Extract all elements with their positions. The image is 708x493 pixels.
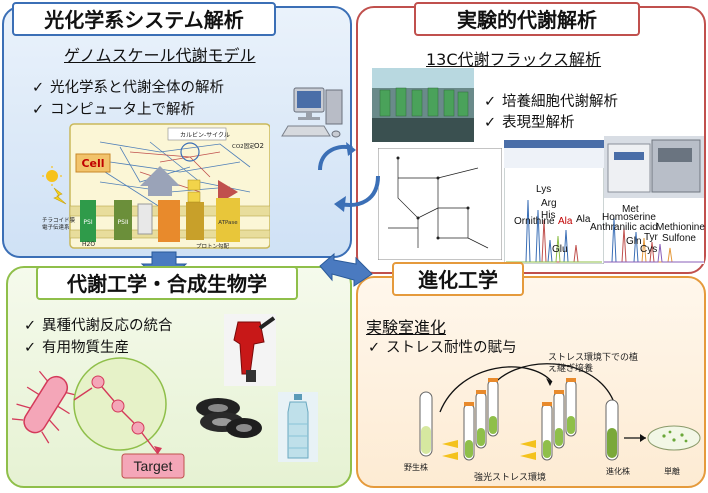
check-icon: ✓ xyxy=(32,80,45,96)
target-label: Target xyxy=(134,458,173,474)
wild-type-label: 野生株 xyxy=(404,462,428,472)
serial-culture-label: ストレス環境下での植え継ぎ培養 xyxy=(548,353,639,374)
experimental-title: 実験的代謝解析 xyxy=(414,2,640,36)
isolation-label: 単離 xyxy=(664,466,680,476)
high-light-stress-label: 強光ストレス環境 xyxy=(474,473,547,483)
ps2-label: PSII xyxy=(118,219,129,226)
calvin-cycle-label: カルビン-サイクル xyxy=(180,131,230,139)
check-icon: ✓ xyxy=(484,94,497,110)
peak-his: His xyxy=(541,210,556,221)
o2-label: O2 xyxy=(254,142,264,150)
ps1-label: PSI xyxy=(83,219,92,226)
photosynthesis-title: 光化学系システム解析 xyxy=(12,2,276,36)
chromatogram-chart xyxy=(504,140,604,264)
peak-cys: Cys xyxy=(640,244,658,255)
plastic-bottle-photo xyxy=(278,392,318,462)
check-icon: ✓ xyxy=(368,340,381,356)
experimental-item-2: ✓表現型解析 xyxy=(484,115,575,131)
metabolic-item-1: ✓異種代謝反応の統合 xyxy=(24,318,173,334)
chromatogram-chart-right xyxy=(604,198,704,264)
cell-label: Cell xyxy=(81,157,104,170)
peak-methionine-sulfone: Methionine Sulfone xyxy=(656,222,705,244)
mass-spectrometer-photo xyxy=(604,136,704,198)
evolution-panel xyxy=(356,276,706,488)
synthetic-pathway-diagram: Target xyxy=(12,357,185,479)
flux-network-map xyxy=(378,148,502,260)
peak-ornithine: Ornithine xyxy=(514,216,555,227)
peak-ala: Ala xyxy=(576,214,591,225)
experimental-item-1: ✓培養細胞代謝解析 xyxy=(484,94,618,110)
computer-icon xyxy=(281,87,343,138)
lab-evolution-subtitle: 実験室進化 xyxy=(366,318,447,337)
evolution-diagram: 野生株 進化株 単離 xyxy=(404,363,701,476)
peak-homoserine: Homoserine xyxy=(602,212,656,223)
atpase-label: ATPase xyxy=(218,220,238,226)
evolution-title: 進化工学 xyxy=(392,262,524,296)
check-icon: ✓ xyxy=(32,102,45,118)
metabolic-item-2: ✓有用物質生産 xyxy=(24,340,129,356)
peak-arg: Arg xyxy=(541,198,557,209)
check-icon: ✓ xyxy=(24,318,37,334)
metabolic-engineering-title: 代謝工学・合成生物学 xyxy=(36,266,298,300)
fuel-nozzle-photo xyxy=(224,314,276,386)
photosynthesis-network-diagram: Cell PSI PSII ATPase チラコイド膜 電子伝達系 プロトン勾配… xyxy=(42,123,270,250)
flux-analysis-subtitle: 13C代謝フラックス解析 xyxy=(426,50,602,69)
evolution-item-1: ✓ストレス耐性の賦与 xyxy=(368,340,517,356)
h2o-label: H2O xyxy=(82,241,95,248)
photosynthesis-item-2: ✓コンピュータ上で解析 xyxy=(32,102,195,118)
proton-gradient-label: プロトン勾配 xyxy=(196,242,230,250)
peak-anthranilic: Anthranilic acid xyxy=(590,222,658,233)
photosynthesis-item-1: ✓光化学系と代謝全体の解析 xyxy=(32,80,224,96)
check-icon: ✓ xyxy=(24,340,37,356)
electron-transport-label: 電子伝達系 xyxy=(42,223,70,231)
culture-flasks-photo xyxy=(372,68,474,142)
peak-lys: Lys xyxy=(536,184,552,195)
genome-model-subtitle: ゲノムスケール代謝モデル xyxy=(64,46,256,65)
check-icon: ✓ xyxy=(484,115,497,131)
peak-glu: Glu xyxy=(552,244,568,255)
thylakoid-label: チラコイド膜 xyxy=(42,216,76,224)
peak-tyr: Tyr xyxy=(644,232,658,243)
peak-met: Met xyxy=(622,204,639,215)
peak-gln: Gln xyxy=(626,236,642,247)
co2-fixation-label: CO2固定 xyxy=(232,142,255,150)
peak-ala-red: Ala xyxy=(558,216,573,227)
evolved-strain-label: 進化株 xyxy=(606,466,630,476)
tires-photo xyxy=(196,398,262,438)
